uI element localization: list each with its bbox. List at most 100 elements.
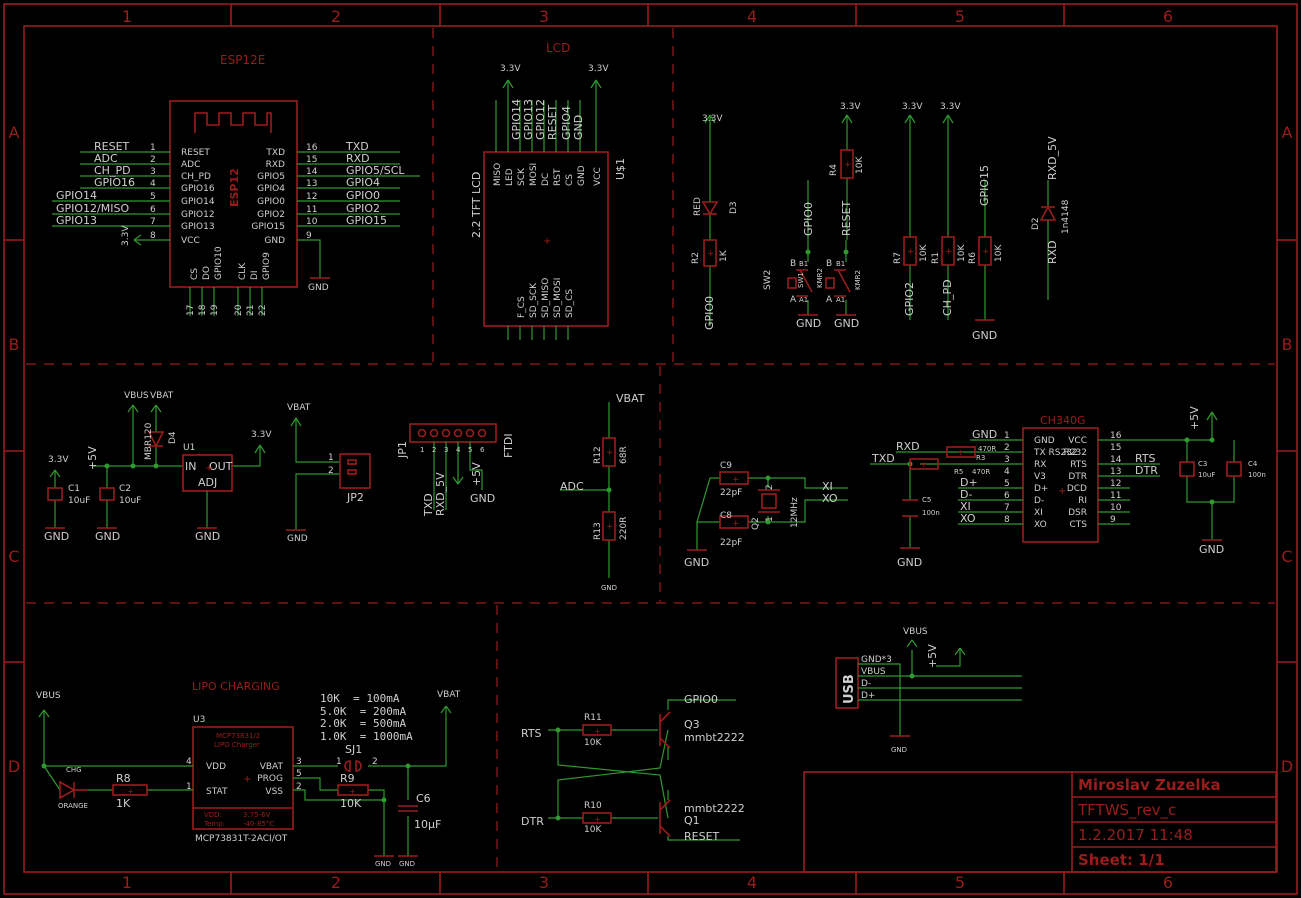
d4-value: MBR120	[144, 422, 154, 460]
chip-desc: LIPO Charger	[214, 741, 260, 749]
pin-num: 5	[296, 769, 302, 779]
prog-table-row: 2.0K = 500mA	[320, 717, 406, 730]
vcc-label: 3.3V	[121, 225, 131, 246]
date-text: 1.2.2017 11:48	[1078, 826, 1193, 844]
svg-text:+: +	[732, 519, 740, 529]
gnd-label: GND	[897, 556, 922, 569]
net-label: GPIO13	[56, 214, 97, 227]
pin-num: 1	[186, 782, 192, 792]
pin-num: 1	[328, 453, 334, 463]
r11-label: R11	[584, 713, 602, 723]
r2-value: 1K	[719, 249, 729, 262]
esp-title: ESP12E	[220, 53, 265, 67]
pin-name: CTS	[1070, 520, 1088, 530]
pin-name: MISO	[493, 163, 503, 186]
net-label: GPIO5/SCL	[346, 164, 405, 177]
pin-label: B1	[799, 260, 808, 268]
pin-num: 2	[1004, 443, 1010, 453]
c3-label: C3	[1198, 460, 1207, 468]
pin-num: 1	[336, 757, 342, 767]
v5-label: +5V	[1188, 406, 1201, 430]
pin-num: 21	[246, 305, 256, 316]
d3-label: D3	[729, 201, 739, 214]
gnd-label: GND	[287, 534, 308, 544]
svg-text:+: +	[606, 522, 614, 532]
ch340g-chip: CH340G + + + GND TX RS232 RX V3 D+ D- XI…	[870, 406, 1266, 569]
net-label: XI	[960, 500, 971, 513]
c8-label: C8	[720, 511, 732, 521]
q3-label: Q3	[684, 718, 700, 731]
row-label: D	[1281, 757, 1293, 776]
pin-num: 11	[1110, 491, 1121, 501]
svg-text:+: +	[606, 448, 614, 458]
sw2-label: SW2	[763, 270, 773, 290]
pin-name: SD_SCK	[529, 282, 539, 318]
kmr-label: KMR2	[854, 270, 862, 290]
pin-num: 2	[372, 757, 378, 767]
pin-name: VCC	[181, 236, 200, 246]
r7-label: R7	[893, 252, 903, 264]
net-label: GPIO14	[56, 189, 97, 202]
pin-name: GPIO14	[181, 197, 215, 207]
pin-name: RXD	[266, 160, 285, 170]
pin-num: 3	[444, 446, 448, 454]
usb-connector: USB GND*3 VBUS D- D+ VBUS +5V GND	[835, 627, 1022, 754]
pin-num: 2	[328, 466, 334, 476]
pin-name: MOSI	[529, 163, 539, 186]
pin-num: 4	[1004, 467, 1010, 477]
col-label: 4	[747, 873, 757, 892]
pin-name: RX	[1034, 460, 1046, 470]
q1-value: mmbt2222	[684, 802, 745, 815]
col-label: 2	[331, 7, 341, 26]
r1-value: 10K	[957, 244, 967, 262]
pin-name: RESET	[181, 148, 210, 158]
in-pin: IN	[185, 460, 196, 473]
pin-num: 14	[1110, 455, 1122, 465]
d2-label: D2	[1031, 217, 1041, 230]
usb-pin: D+	[861, 691, 875, 701]
u3-label: U3	[193, 715, 205, 725]
dtr-net: DTR	[521, 815, 544, 828]
gnd-label: GND	[1199, 543, 1224, 556]
gnd-label: GND	[44, 530, 69, 543]
pin-num: 3	[150, 167, 156, 177]
pin-num: 6	[480, 446, 485, 454]
r8-label: R8	[116, 772, 131, 785]
r5-label: R5	[954, 468, 963, 476]
esp-part: ESP12	[228, 168, 241, 207]
pin-name: PROG	[257, 774, 283, 784]
net-label: TXD	[871, 452, 895, 465]
pin-num: 4	[456, 446, 461, 454]
gpio0-net: GPIO0	[684, 693, 718, 706]
title-block: Miroslav Zuzelka TFTWS_rev_c 1.2.2017 11…	[803, 771, 1277, 873]
rxd-net: RXD	[1046, 240, 1059, 264]
lcd-title: LCD	[546, 41, 570, 55]
pin-name: XO	[1034, 520, 1047, 530]
jp2-connector: VBAT 1 2 JP2 GND	[286, 403, 371, 544]
pin-num: 20	[234, 304, 244, 316]
pin-num: 2	[296, 782, 302, 792]
net-label: RXD_5V	[434, 472, 447, 516]
pin-name: GPIO12	[181, 210, 215, 220]
ch-pd-net: CH_PD	[941, 279, 954, 316]
gnd-label: GND	[399, 860, 415, 868]
gnd-label: GND	[796, 317, 821, 330]
c2-label: C2	[119, 484, 131, 494]
usb-pin: D-	[861, 679, 871, 689]
net-label: CH_PD	[94, 164, 131, 177]
svg-text:+: +	[982, 247, 990, 257]
pin-name: RST	[553, 168, 563, 186]
net-label: GPIO14	[510, 99, 523, 140]
pin-name: STAT	[206, 787, 228, 797]
pin-num: 3	[296, 757, 302, 767]
pin-name: RTS	[1070, 460, 1087, 470]
r13-value: 220R	[619, 517, 629, 540]
pin-num: 15	[1110, 443, 1121, 453]
gnd-label: GND	[601, 584, 617, 592]
r2-label: R2	[691, 252, 701, 264]
pin-label: A1	[799, 296, 808, 304]
r3-value: 470R	[978, 445, 996, 453]
c4-value: 100n	[1248, 471, 1266, 479]
row-label: A	[1282, 123, 1293, 142]
